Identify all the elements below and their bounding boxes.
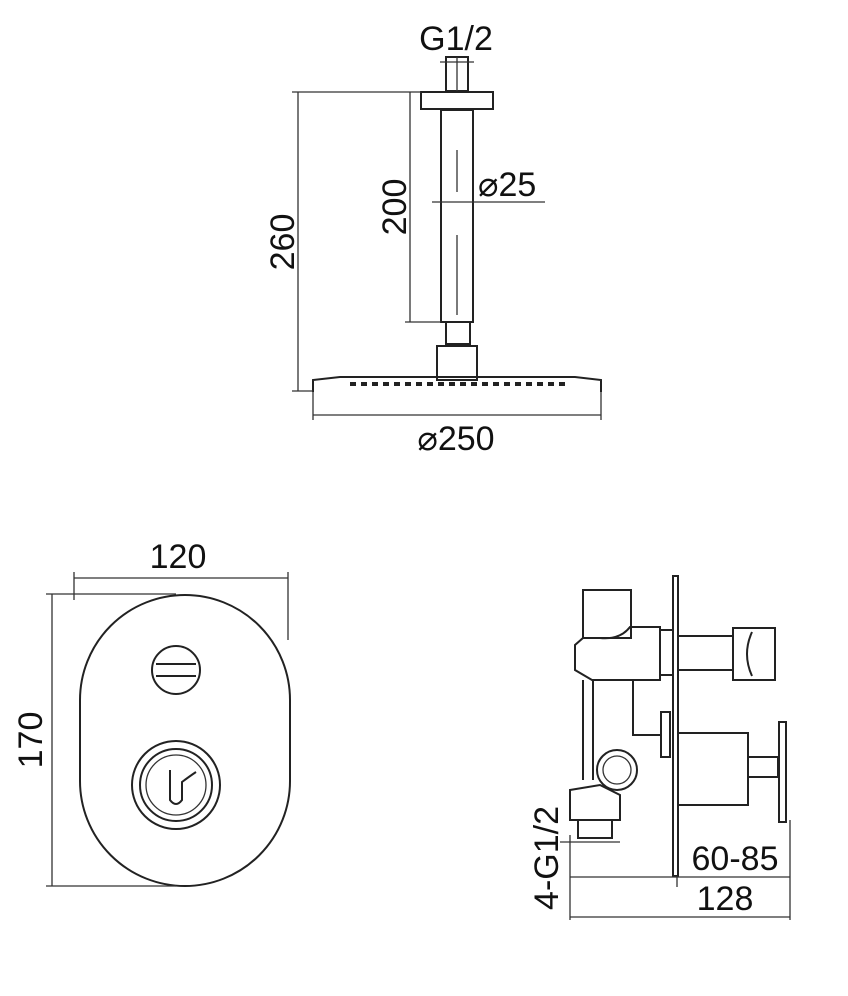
head-connector (436, 345, 478, 381)
plate-height-label: 170 (12, 712, 50, 769)
diverter-collar (659, 629, 674, 676)
diverter-button (151, 645, 201, 695)
diverter-button-side (732, 627, 776, 681)
wall-plate-view: 120 170 (12, 538, 291, 887)
plate-width-label: 120 (150, 538, 207, 576)
inlet-thread (577, 819, 613, 839)
total-depth-label: 128 (697, 880, 754, 918)
side-plate (672, 575, 679, 877)
knob-lever (169, 770, 197, 805)
outlet-fitting (596, 749, 638, 791)
lever-handle (778, 721, 787, 823)
knob-ring (139, 748, 213, 822)
shower-head-view: G1/2 260 200 ⌀25 ⌀250 (264, 20, 602, 458)
ceiling-flange (420, 91, 494, 110)
top-inlet (582, 589, 632, 639)
mixer-knob (131, 740, 221, 830)
valve-body-view: 60-85 128 4-G1/2 (528, 575, 791, 920)
shower-head (312, 376, 602, 392)
depth-range-label: 60-85 (692, 840, 779, 878)
bottom-inlet (569, 783, 621, 821)
arm-diameter-label: ⌀25 (478, 166, 536, 204)
thread-label: G1/2 (419, 20, 493, 58)
total-height-label: 260 (264, 214, 302, 271)
knob-ring (145, 754, 207, 816)
arm-nut (445, 321, 471, 345)
diverter-stem (677, 635, 734, 671)
lever-stem (747, 756, 779, 778)
head-diameter-label: ⌀250 (417, 420, 494, 458)
wall-plate (79, 594, 291, 887)
arm-length-label: 200 (376, 179, 414, 236)
cartridge-body (677, 732, 749, 806)
internal-passage (632, 680, 660, 736)
outlet-bore (602, 755, 632, 785)
inlet-label: 4-G1/2 (528, 806, 566, 910)
cartridge-collar (660, 711, 671, 758)
diverter-body (574, 626, 661, 681)
